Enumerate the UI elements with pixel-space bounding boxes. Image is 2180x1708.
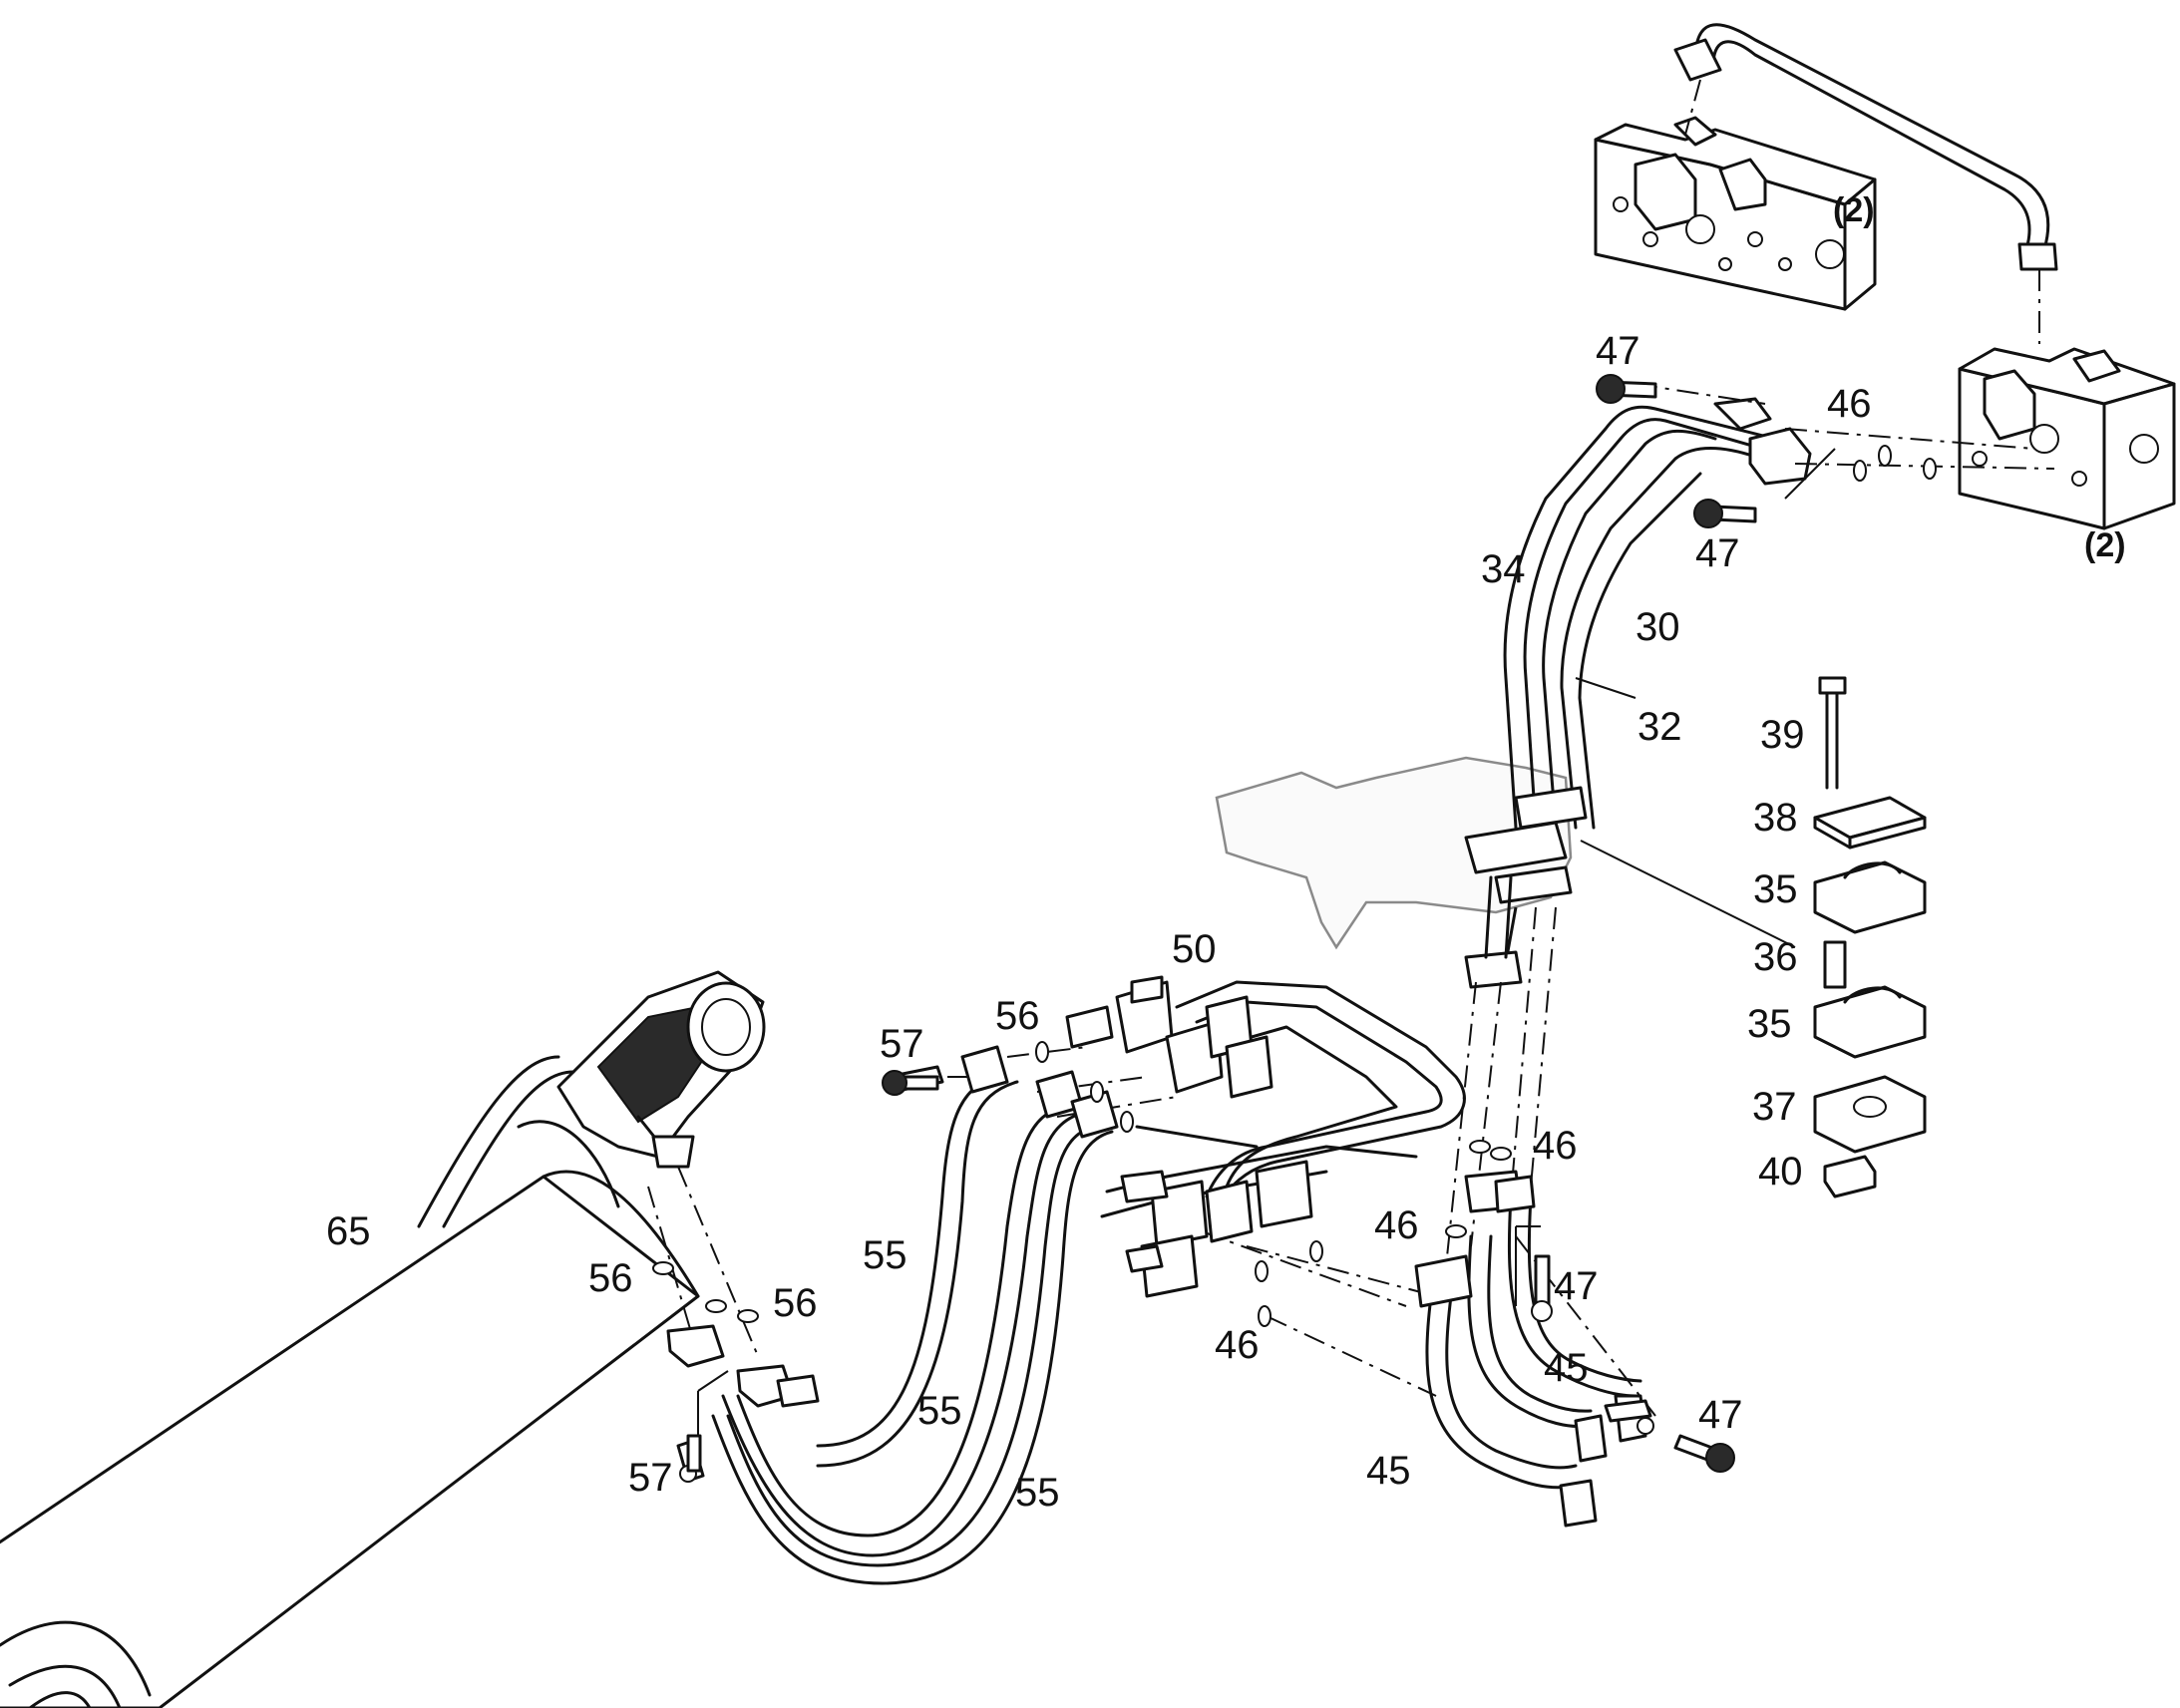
callout-40: 40 (1758, 1150, 1803, 1194)
callout-2-upper: (2) (1833, 191, 1875, 229)
callout-46: 46 (1374, 1203, 1419, 1247)
callout-45: 45 (1366, 1449, 1411, 1493)
callout-46: 46 (1533, 1124, 1578, 1168)
callout-38: 38 (1753, 796, 1798, 840)
callout-2-lower: (2) (2084, 526, 2126, 564)
callout-56: 56 (995, 994, 1040, 1038)
bolts (686, 374, 1937, 1473)
callout-50: 50 (1172, 927, 1217, 971)
callout-56: 56 (773, 1281, 818, 1325)
callout-46: 46 (1827, 382, 1872, 426)
clamp-stack (1813, 676, 1927, 1198)
hydraulic-cylinder (0, 970, 766, 1708)
mounting-plate (1215, 756, 1573, 950)
valve-block-lower (1958, 347, 2176, 530)
callout-55: 55 (917, 1389, 962, 1433)
top-return-pipe (1673, 23, 2058, 344)
manifold-pipes (1065, 975, 1466, 1298)
callout-55: 55 (1015, 1471, 1060, 1515)
callout-37: 37 (1752, 1085, 1797, 1129)
callout-57: 57 (628, 1456, 673, 1500)
callout-47: 47 (1596, 329, 1640, 373)
callout-36: 36 (1753, 935, 1798, 979)
hoses-55 (711, 1045, 1119, 1585)
callout-65: 65 (326, 1209, 371, 1253)
callout-30: 30 (1635, 605, 1680, 649)
callout-55: 55 (863, 1233, 908, 1277)
callout-39: 39 (1760, 713, 1805, 757)
callout-35: 35 (1747, 1002, 1792, 1046)
callout-46: 46 (1215, 1323, 1260, 1367)
callout-45: 45 (1544, 1346, 1589, 1390)
callout-47: 47 (1695, 531, 1740, 575)
callout-56: 56 (588, 1256, 633, 1300)
callout-32: 32 (1637, 705, 1682, 749)
leader-lines (697, 448, 1836, 1436)
callout-34: 34 (1481, 547, 1526, 591)
callout-35: 35 (1753, 867, 1798, 911)
valve-block-upper (1594, 116, 1877, 311)
callout-57: 57 (880, 1022, 924, 1066)
callout-47: 47 (1698, 1393, 1743, 1437)
callout-47: 47 (1554, 1264, 1599, 1308)
hoses-45 (1414, 1170, 1654, 1528)
vertical-pipe-bundle (1464, 397, 1812, 989)
